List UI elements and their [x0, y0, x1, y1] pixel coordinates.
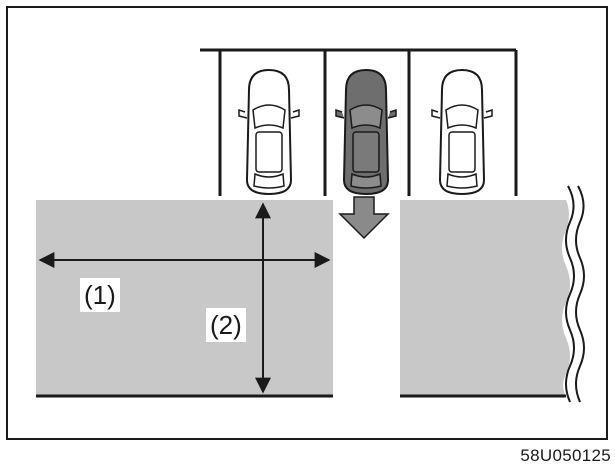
down-arrow-icon: [338, 196, 390, 240]
break-line-outer: [565, 185, 575, 403]
parking-lines: [200, 48, 518, 196]
diagram-frame: [6, 6, 608, 440]
parked-car-right-icon: [431, 68, 493, 196]
parked-car-left-icon: [238, 68, 300, 196]
dimension-1-label: (1): [80, 278, 120, 312]
break-line-inner: [575, 185, 585, 403]
dimension-2-label: (2): [206, 308, 246, 342]
figure-code: 58U050125: [520, 446, 611, 465]
parked-car-center-icon: [335, 68, 397, 196]
right-area: [400, 200, 570, 396]
